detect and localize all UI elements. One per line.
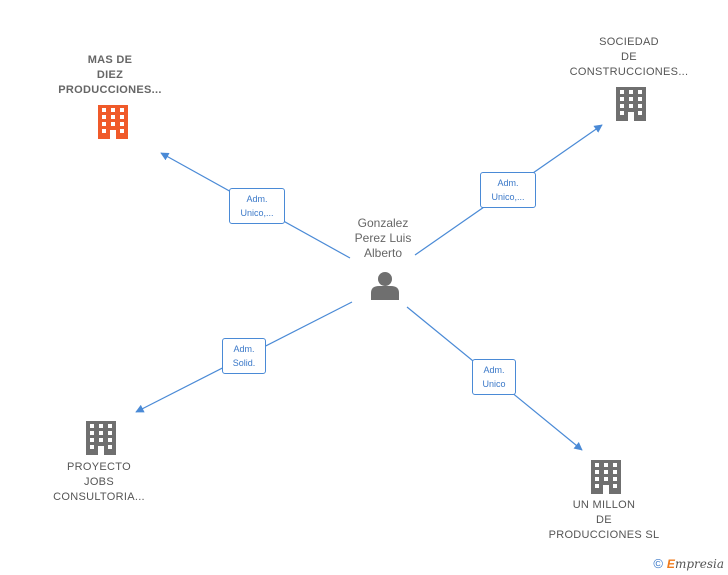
company-label-proyecto[interactable]: PROYECTO JOBS CONSULTORIA...	[24, 460, 174, 505]
company-name-line: CONSULTORIA...	[53, 491, 145, 503]
footer-brand: ©Empresia	[653, 556, 724, 571]
relation-label-line: Adm.	[497, 178, 519, 188]
company-label-un-millon[interactable]: UN MILLON DE PRODUCCIONES SL	[529, 498, 679, 543]
copyright-symbol: ©	[653, 556, 663, 571]
person-name[interactable]: Gonzalez Perez Luis Alberto	[333, 216, 433, 261]
company-name-line: PRODUCCIONES SL	[548, 529, 660, 541]
relation-label[interactable]: Adm. Unico	[472, 359, 516, 395]
brand-name: mpresia	[674, 557, 724, 571]
relation-label[interactable]: Adm. Solid.	[222, 338, 266, 374]
brand-initial: E	[666, 557, 675, 571]
company-name-line: CONSTRUCCIONES...	[569, 66, 689, 78]
company-label-mas-de-diez[interactable]: MAS DE DIEZ PRODUCCIONES...	[35, 53, 185, 98]
person-name-line: Gonzalez	[357, 216, 409, 230]
building-icon[interactable]	[591, 460, 621, 494]
relation-label-line: Unico,...	[240, 208, 274, 218]
building-icon[interactable]	[98, 105, 128, 139]
company-name-line: MAS DE	[87, 54, 133, 66]
relation-label[interactable]: Adm. Unico,...	[229, 188, 285, 224]
company-name-line: DE	[596, 514, 612, 526]
building-icon[interactable]	[616, 87, 646, 121]
company-name-line: DIEZ	[96, 69, 124, 81]
company-label-sociedad[interactable]: SOCIEDAD DE CONSTRUCCIONES...	[554, 35, 704, 80]
company-name-line: PRODUCCIONES...	[58, 84, 162, 96]
person-name-line: Perez Luis	[354, 231, 412, 245]
relation-label-line: Solid.	[232, 358, 256, 368]
company-name-line: DE	[621, 51, 637, 63]
company-name-line: UN MILLON	[572, 499, 636, 511]
relation-label-line: Unico,...	[491, 192, 525, 202]
person-icon[interactable]	[371, 272, 399, 300]
company-name-line: SOCIEDAD	[599, 36, 659, 48]
building-icon[interactable]	[86, 421, 116, 455]
person-name-line: Alberto	[363, 246, 403, 260]
company-name-line: JOBS	[84, 476, 114, 488]
relation-label-line: Adm.	[233, 344, 255, 354]
relation-label-line: Adm.	[483, 365, 505, 375]
relation-label-line: Unico	[482, 379, 506, 389]
relation-label[interactable]: Adm. Unico,...	[480, 172, 536, 208]
relation-label-line: Adm.	[246, 194, 268, 204]
company-name-line: PROYECTO	[67, 461, 131, 473]
